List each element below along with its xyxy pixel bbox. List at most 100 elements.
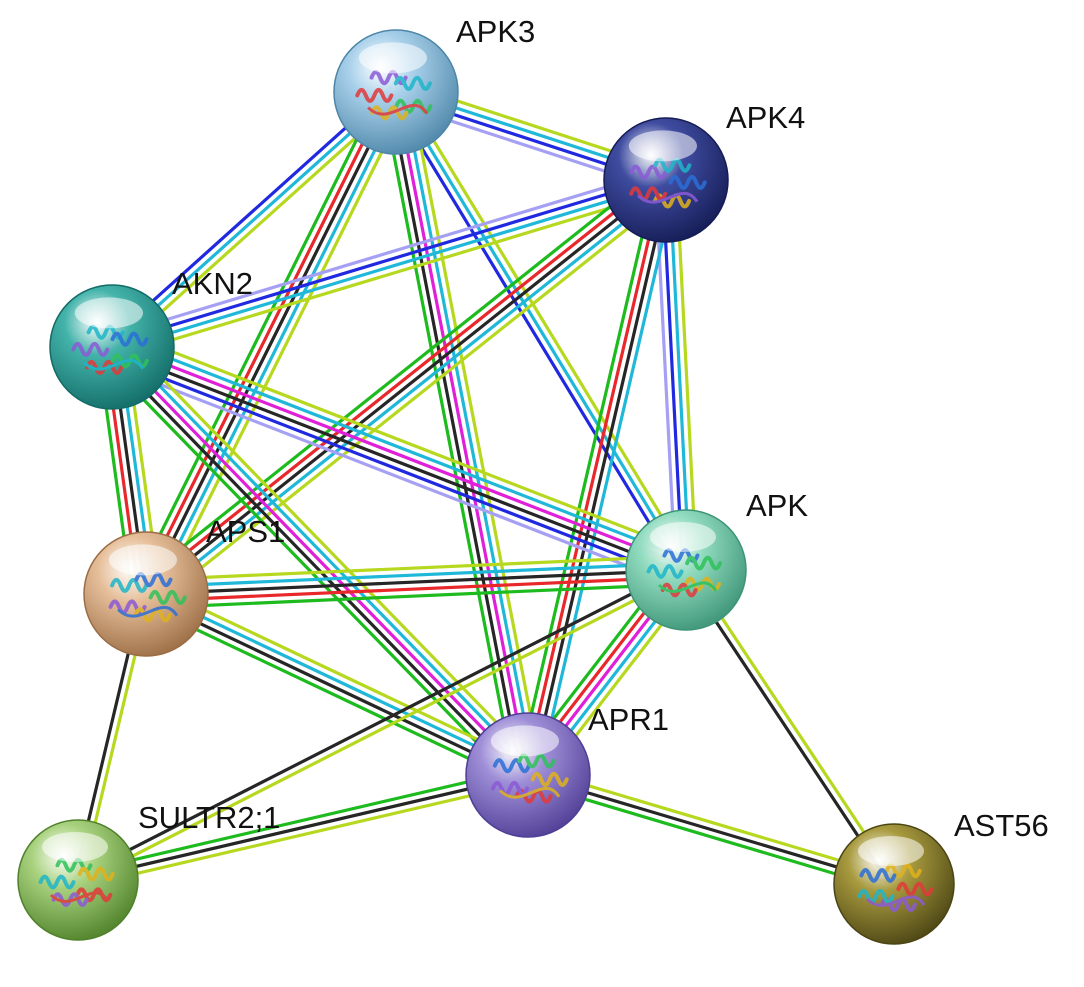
edge-line-coexpression [529, 179, 672, 778]
edge-line-experiments [110, 345, 530, 777]
protein-structure-icon [490, 753, 569, 804]
edge-line-coexpression [109, 348, 687, 575]
edge-line-databases [110, 90, 398, 349]
edge-akn2-apr1[interactable] [100, 335, 540, 787]
edge-line-fusion [138, 87, 392, 593]
protein-structure-icon [629, 157, 707, 209]
node-sphere [625, 509, 747, 631]
edge-line-cooccurrence [388, 94, 682, 576]
protein-structure-icon [71, 324, 149, 375]
node-apr1[interactable] [465, 712, 591, 838]
edge-apk3-akn2[interactable] [105, 85, 403, 354]
edge-apk3-apk[interactable] [388, 86, 694, 576]
edge-line-coexpression [681, 570, 893, 888]
edge-aps1-apr1[interactable] [139, 582, 535, 787]
node-sphere [49, 284, 175, 410]
edge-line-textmining [120, 335, 540, 767]
edge-line-databases [144, 561, 688, 589]
node-apk3[interactable] [333, 29, 459, 155]
edge-apk-sultr2-1[interactable] [74, 565, 690, 885]
protein-structure-icon [857, 863, 934, 912]
edge-line-databases [148, 183, 672, 602]
node-ast56[interactable] [833, 823, 955, 945]
node-apk[interactable] [625, 509, 747, 631]
edge-apk3-apr1[interactable] [380, 87, 544, 780]
node-apk4[interactable] [603, 117, 729, 243]
edge-line-fusion [522, 177, 665, 776]
edge-line-green [145, 582, 689, 610]
node-label-apk4: APK4 [726, 100, 805, 135]
edge-line-homology [104, 361, 682, 588]
node-sphere [17, 819, 139, 941]
edge-line-textmining [148, 582, 535, 768]
node-label-aps1: APS1 [206, 514, 285, 549]
edge-line-coexpression [144, 90, 398, 596]
node-akn2[interactable] [49, 284, 175, 410]
node-aps1[interactable] [83, 531, 209, 657]
edge-line-textmining [408, 87, 544, 774]
node-sultr2-1[interactable] [17, 819, 139, 941]
edge-line-databases [394, 90, 688, 572]
edge-layer [72, 80, 899, 893]
edge-line-textmining [156, 96, 411, 602]
edge-apr1-sultr2-1[interactable] [74, 766, 532, 889]
edge-apr1-ast56[interactable] [524, 766, 898, 893]
edge-line-cooccurrence [660, 178, 685, 572]
edge-line-databases [145, 589, 532, 774]
edge-line-green [524, 780, 894, 893]
edge-line-coexpression [526, 773, 896, 886]
edge-line-textmining [153, 189, 677, 607]
edge-line-textmining [674, 177, 699, 572]
edge-line-green [380, 93, 516, 780]
node-sphere [83, 531, 209, 657]
edge-line-green [100, 355, 520, 787]
node-sphere [833, 823, 955, 945]
edge-line-textmining [528, 766, 898, 879]
edge-apk4-apk[interactable] [653, 177, 699, 573]
edge-line-coexpression [105, 350, 525, 782]
edge-line-databases [111, 181, 669, 352]
edge-line-green [135, 167, 659, 585]
edge-line-fusion [144, 575, 688, 603]
node-label-apk3: APK3 [456, 14, 535, 49]
edge-line-coexpression [144, 178, 668, 596]
edge-line-fusion [140, 172, 664, 591]
edge-aps1-apk[interactable] [143, 554, 689, 610]
edge-line-textmining [143, 554, 687, 582]
edge-apk4-akn2[interactable] [107, 168, 671, 359]
edge-akn2-apk[interactable] [104, 329, 694, 588]
node-label-akn2: AKN2 [172, 266, 253, 301]
edge-line-cooccurrence [109, 175, 667, 346]
edge-line-homology [653, 178, 678, 573]
edge-line-coexpression [142, 595, 529, 780]
edge-line-coexpression [76, 773, 530, 882]
edge-line-green [131, 84, 386, 590]
protein-structure-icon [355, 70, 433, 121]
node-label-sultr2-1: SULTR2;1 [138, 800, 280, 835]
edge-line-homology [107, 168, 665, 339]
edge-line-textmining [77, 780, 532, 889]
edge-line-cooccurrence [106, 355, 684, 582]
edge-apk3-aps1[interactable] [131, 84, 411, 602]
edge-line-textmining [116, 329, 694, 556]
edge-line-experiments [394, 90, 530, 777]
edge-line-databases [667, 178, 692, 572]
node-label-apr1: APR1 [588, 702, 669, 737]
edge-line-textmining [687, 566, 899, 884]
edge-line-textmining [113, 188, 671, 359]
node-sphere [465, 712, 591, 838]
edge-line-coexpression [74, 565, 687, 879]
edge-line-cooccurrence [105, 85, 393, 344]
edge-line-experiments [111, 342, 689, 569]
edge-apk4-aps1[interactable] [135, 167, 677, 607]
node-sphere [603, 117, 729, 243]
edge-apk4-apr1[interactable] [516, 176, 678, 779]
edge-line-green [139, 601, 526, 787]
node-label-ast56: AST56 [954, 808, 1049, 843]
edge-apk-ast56[interactable] [681, 566, 899, 888]
edge-line-textmining [77, 571, 690, 885]
edge-line-coexpression [144, 568, 688, 596]
edge-line-green [74, 766, 529, 875]
edge-line-databases [114, 335, 692, 562]
